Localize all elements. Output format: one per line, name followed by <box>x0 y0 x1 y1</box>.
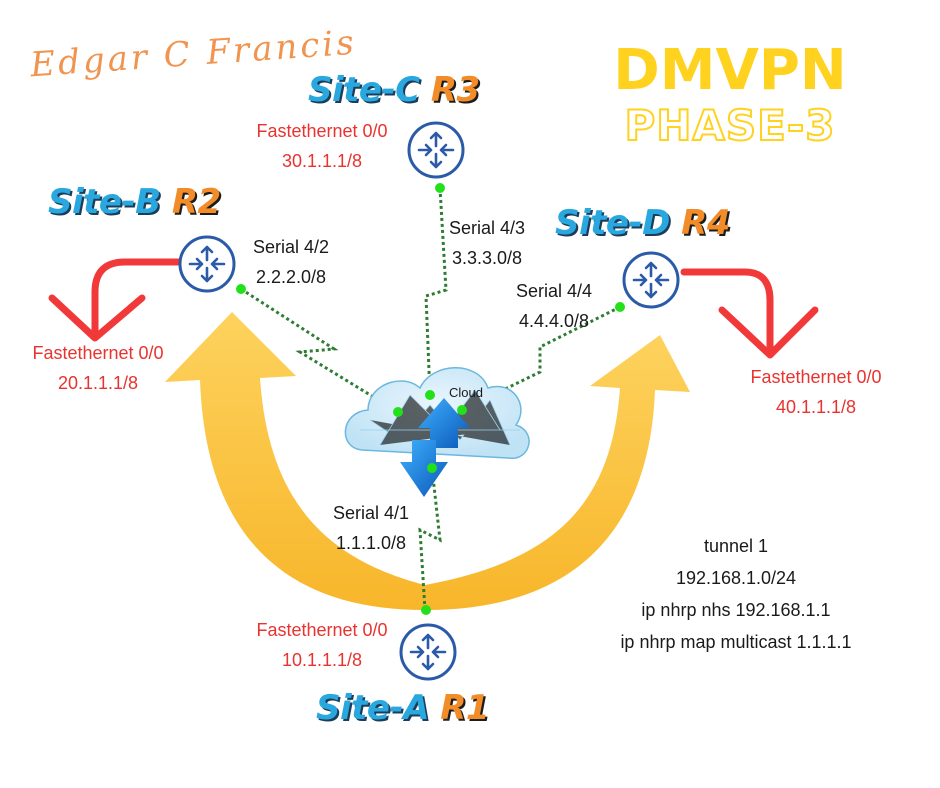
router-name: R1 <box>440 688 490 728</box>
network-address: 3.3.3.0/8 <box>451 248 523 268</box>
port-dot <box>425 390 435 400</box>
yellow-arc-arrow <box>165 312 690 610</box>
router-name: R2 <box>171 182 221 222</box>
network-address: 4.4.4.0/8 <box>518 311 590 331</box>
cloud-label: Cloud <box>449 385 483 400</box>
tunnel-config-line: 192.168.1.0/24 <box>675 568 797 588</box>
tunnel-config-line: ip nhrp nhs 192.168.1.1 <box>641 600 831 620</box>
port-dot <box>421 605 431 615</box>
site-b-lan: Fastethernet 0/0 20.1.1.1/8 <box>4 338 192 398</box>
interface-label: Fastethernet 0/0 <box>750 367 882 387</box>
ip-address: 40.1.1.1/8 <box>775 397 857 417</box>
site-name: Site-C <box>308 70 420 110</box>
site-a-heading: Site-A R1 <box>316 688 490 728</box>
site-a-lan: Fastethernet 0/0 10.1.1.1/8 <box>228 615 416 675</box>
diagram-title: DMVPN PHASE-3 <box>600 38 860 151</box>
network-address: 1.1.1.0/8 <box>335 533 407 553</box>
tunnel-config-line: tunnel 1 <box>703 536 769 556</box>
interface-label: Serial 4/4 <box>515 281 593 301</box>
ip-address: 10.1.1.1/8 <box>281 650 363 670</box>
site-name: Site-B <box>48 182 161 222</box>
port-dot <box>615 302 625 312</box>
port-dot <box>393 407 403 417</box>
site-a-wan: Serial 4/1 1.1.1.0/8 <box>316 498 426 558</box>
interface-label: Serial 4/2 <box>252 237 330 257</box>
ip-address: 30.1.1.1/8 <box>281 151 363 171</box>
title-line-1: DMVPN <box>613 38 847 103</box>
site-b-wan: Serial 4/2 2.2.2.0/8 <box>236 232 346 292</box>
port-dot <box>435 183 445 193</box>
router-name: R3 <box>430 70 480 110</box>
title-line-2: PHASE-3 <box>623 101 836 151</box>
site-name: Site-A <box>316 688 429 728</box>
site-d-wan: Serial 4/4 4.4.4.0/8 <box>498 276 610 336</box>
ip-address: 20.1.1.1/8 <box>57 373 139 393</box>
site-d-lan: Fastethernet 0/0 40.1.1.1/8 <box>722 362 910 422</box>
lan-arrow-r4 <box>680 268 819 359</box>
port-dots <box>236 183 625 615</box>
router-icon <box>407 121 465 179</box>
port-dot <box>457 405 467 415</box>
interface-label: Fastethernet 0/0 <box>256 121 388 141</box>
down-arrow-icon <box>400 440 448 497</box>
site-c-lan: Fastethernet 0/0 30.1.1.1/8 <box>228 116 416 176</box>
lan-arrow-r2 <box>48 258 186 342</box>
site-c-wan: Serial 4/3 3.3.3.0/8 <box>430 213 544 273</box>
interface-label: Fastethernet 0/0 <box>256 620 388 640</box>
port-dot <box>427 463 437 473</box>
tunnel-config: tunnel 1 192.168.1.0/24 ip nhrp nhs 192.… <box>578 530 894 658</box>
router-icon <box>178 235 236 293</box>
router-icon <box>399 623 457 681</box>
link-r1-cloud <box>418 467 442 611</box>
tunnel-config-line: ip nhrp map multicast 1.1.1.1 <box>620 632 852 652</box>
link-r2-cloud <box>240 287 399 414</box>
port-dot <box>236 284 246 294</box>
interface-label: Serial 4/3 <box>448 218 526 238</box>
site-d-heading: Site-D R4 <box>555 203 730 243</box>
router-icon <box>622 251 680 309</box>
site-c-heading: Site-C R3 <box>308 70 480 110</box>
network-address: 2.2.2.0/8 <box>255 267 327 287</box>
interface-label: Fastethernet 0/0 <box>32 343 164 363</box>
site-name: Site-D <box>555 203 670 243</box>
interface-label: Serial 4/1 <box>332 503 410 523</box>
site-b-heading: Site-B R2 <box>48 182 221 222</box>
up-arrow-icon <box>418 398 470 448</box>
router-name: R4 <box>681 203 730 243</box>
